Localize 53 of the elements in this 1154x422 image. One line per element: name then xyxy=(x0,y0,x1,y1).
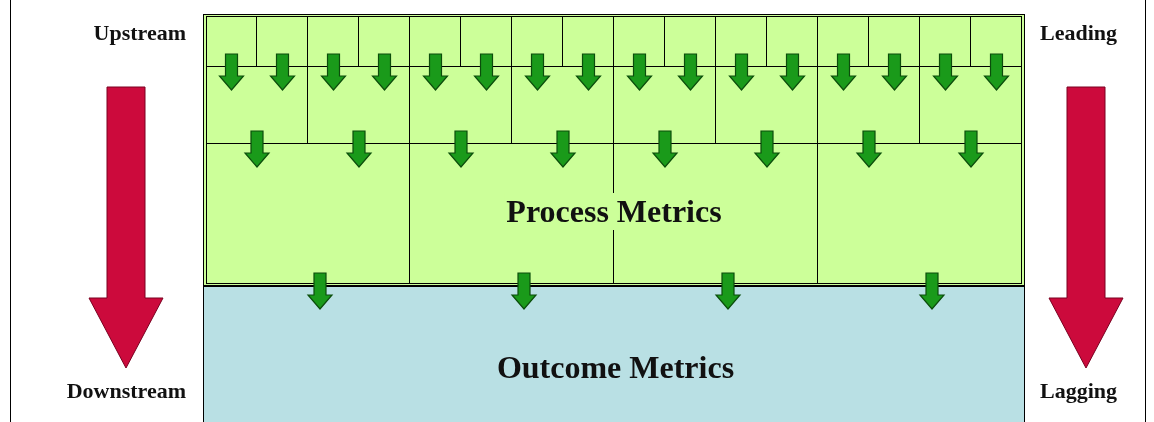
process-band xyxy=(203,14,1025,286)
arrow xyxy=(830,53,857,91)
arrow xyxy=(243,130,271,168)
arrow xyxy=(306,272,334,310)
arrow xyxy=(983,53,1010,91)
grid-cell xyxy=(614,16,665,67)
arrow xyxy=(779,53,806,91)
grid-cell xyxy=(665,16,716,67)
grid-cell xyxy=(512,16,563,67)
grid-cell xyxy=(869,16,920,67)
arrow xyxy=(473,53,500,91)
grid-cell xyxy=(920,16,971,67)
arrow xyxy=(677,53,704,91)
grid-cell xyxy=(971,16,1022,67)
grid-cell xyxy=(308,16,359,67)
arrow xyxy=(345,130,373,168)
arrow xyxy=(422,53,449,91)
arrow xyxy=(524,53,551,91)
grid-cell xyxy=(716,16,767,67)
arrow xyxy=(549,130,577,168)
arrow xyxy=(855,130,883,168)
grid-cell xyxy=(257,16,308,67)
grid-cell xyxy=(206,16,257,67)
arrow xyxy=(753,130,781,168)
arrow xyxy=(881,53,908,91)
arrow xyxy=(728,53,755,91)
arrow xyxy=(575,53,602,91)
arrow xyxy=(932,53,959,91)
arrow xyxy=(269,53,296,91)
arrow xyxy=(218,53,245,91)
arrow xyxy=(626,53,653,91)
arrow xyxy=(918,272,946,310)
band-title: Process Metrics xyxy=(504,193,724,230)
grid-cell xyxy=(410,16,461,67)
grid-cell xyxy=(767,16,818,67)
side-label: Leading xyxy=(1040,20,1118,46)
arrow xyxy=(510,272,538,310)
side-label: Upstream xyxy=(93,20,186,46)
grid-cell xyxy=(563,16,614,67)
outcome-band xyxy=(203,286,1025,422)
arrow xyxy=(320,53,347,91)
grid-cell xyxy=(206,144,410,284)
arrow xyxy=(714,272,742,310)
arrow xyxy=(957,130,985,168)
arrow xyxy=(651,130,679,168)
grid-cell xyxy=(461,16,512,67)
arrow xyxy=(447,130,475,168)
side-label: Lagging xyxy=(1040,378,1118,404)
side-label: Downstream xyxy=(66,378,186,404)
grid-cell xyxy=(359,16,410,67)
arrow xyxy=(371,53,398,91)
grid-cell xyxy=(818,144,1022,284)
grid-cell xyxy=(818,16,869,67)
